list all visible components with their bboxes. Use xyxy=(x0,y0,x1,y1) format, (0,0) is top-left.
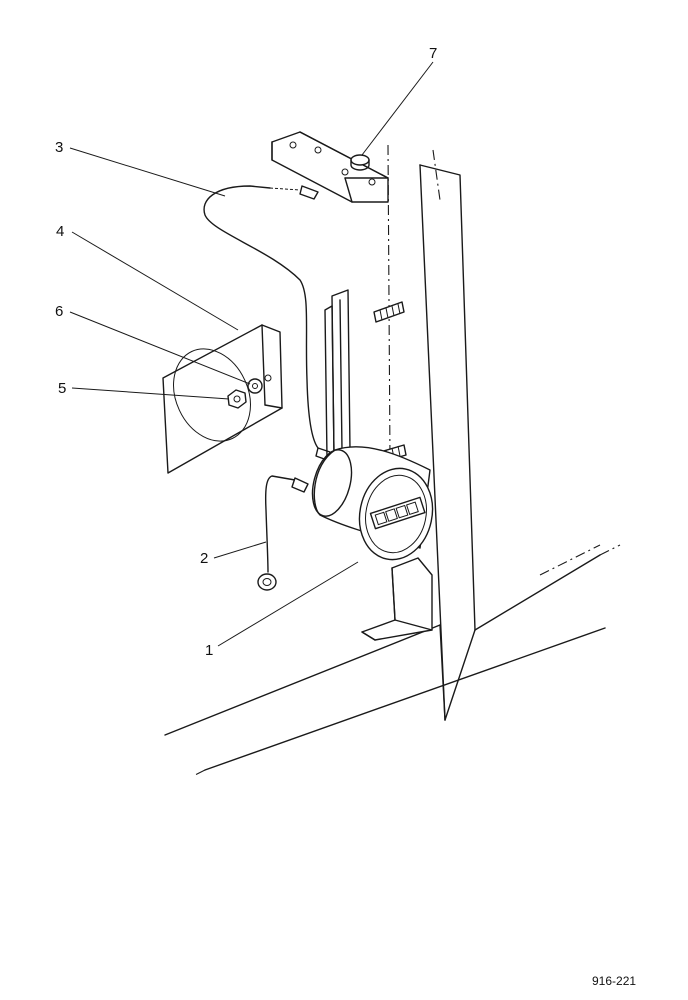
part-2-ground-wire xyxy=(257,475,309,591)
part-7-top-bracket xyxy=(271,131,389,203)
cabinet-panel xyxy=(164,144,621,776)
callout-3: 3 xyxy=(55,139,63,156)
callout-2: 2 xyxy=(200,550,208,567)
drawing-code: 916-221 xyxy=(592,974,636,988)
part-5-nut xyxy=(227,389,247,409)
callout-5: 5 xyxy=(58,380,66,397)
callout-1: 1 xyxy=(205,642,213,659)
callout-6: 6 xyxy=(55,303,63,320)
vertical-channel xyxy=(324,289,351,459)
callout-labels: 7 3 4 6 5 2 1 xyxy=(55,45,437,659)
threaded-studs xyxy=(373,301,407,463)
callout-7: 7 xyxy=(429,45,437,62)
lower-l-bracket xyxy=(361,557,433,641)
callout-4: 4 xyxy=(56,223,64,240)
part-6-washer xyxy=(247,378,263,394)
part-4-mounting-plate xyxy=(162,324,283,474)
hour-meter-display xyxy=(369,496,426,530)
leader-lines xyxy=(69,61,434,647)
part-1-hour-meter xyxy=(311,446,434,561)
